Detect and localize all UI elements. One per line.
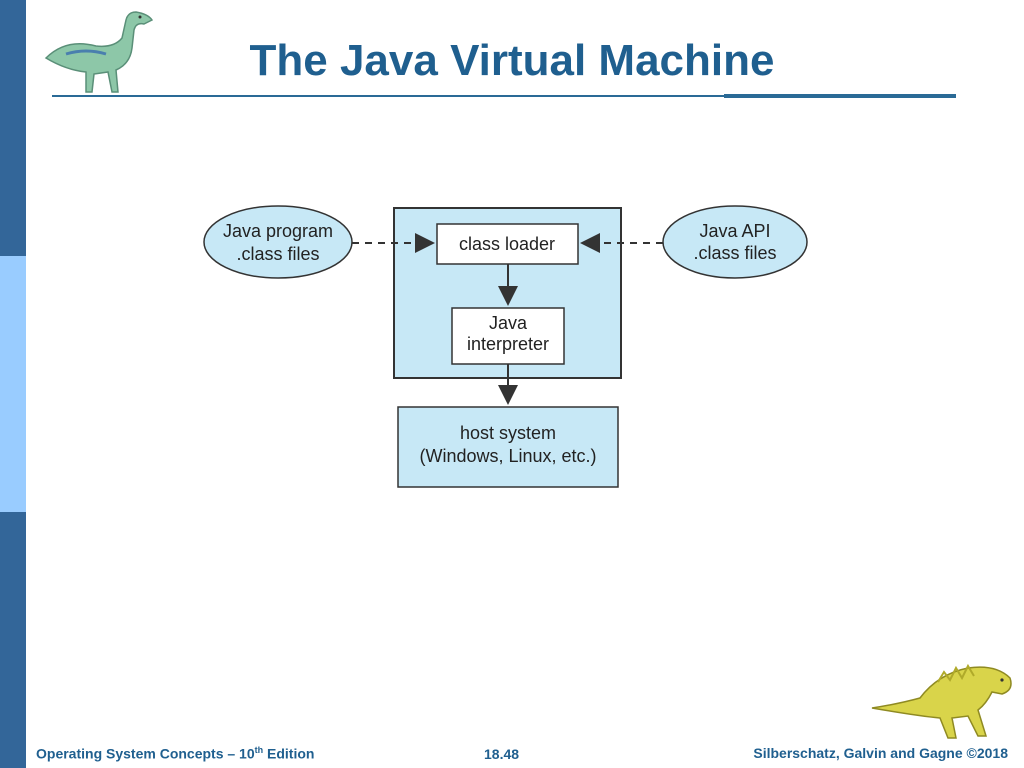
title-underline-accent xyxy=(724,94,956,98)
interpreter-box xyxy=(451,307,565,365)
sidebar-band-bottom xyxy=(0,512,26,768)
interpreter-label-line1: Java xyxy=(489,313,528,333)
footer-book-title: Operating System Concepts – 10th Edition xyxy=(36,745,314,762)
host-system-label-line2: (Windows, Linux, etc.) xyxy=(419,446,596,466)
java-program-node xyxy=(203,205,353,279)
jvm-diagram: class loader Java interpreter host syste… xyxy=(203,205,808,488)
host-system-label-line1: host system xyxy=(460,423,556,443)
footer-authors: Silberschatz, Galvin and Gagne ©2018 xyxy=(753,745,1008,761)
class-loader-box xyxy=(436,223,579,265)
sidebar-band-middle xyxy=(0,256,26,512)
dinosaur-icon xyxy=(44,11,154,93)
slide-title: The Java Virtual Machine xyxy=(249,36,775,85)
footer-book-title-suffix: Edition xyxy=(263,745,315,762)
java-api-label-line2: .class files xyxy=(693,243,776,263)
java-program-label-line2: .class files xyxy=(236,244,319,264)
sidebar-band-top xyxy=(0,0,26,256)
java-program-label-line1: Java program xyxy=(223,221,333,241)
footer-book-title-prefix: Operating System Concepts – 10 xyxy=(36,745,255,762)
java-api-node xyxy=(662,205,808,279)
interpreter-label-line2: interpreter xyxy=(467,334,549,354)
host-system-box xyxy=(397,406,619,488)
page-number: 18.48 xyxy=(484,746,520,762)
footer-book-title-sup: th xyxy=(254,745,264,755)
class-loader-label: class loader xyxy=(459,234,555,254)
java-api-label-line1: Java API xyxy=(699,221,770,241)
title-underline xyxy=(52,95,956,97)
dinosaur-icon xyxy=(871,663,1012,739)
